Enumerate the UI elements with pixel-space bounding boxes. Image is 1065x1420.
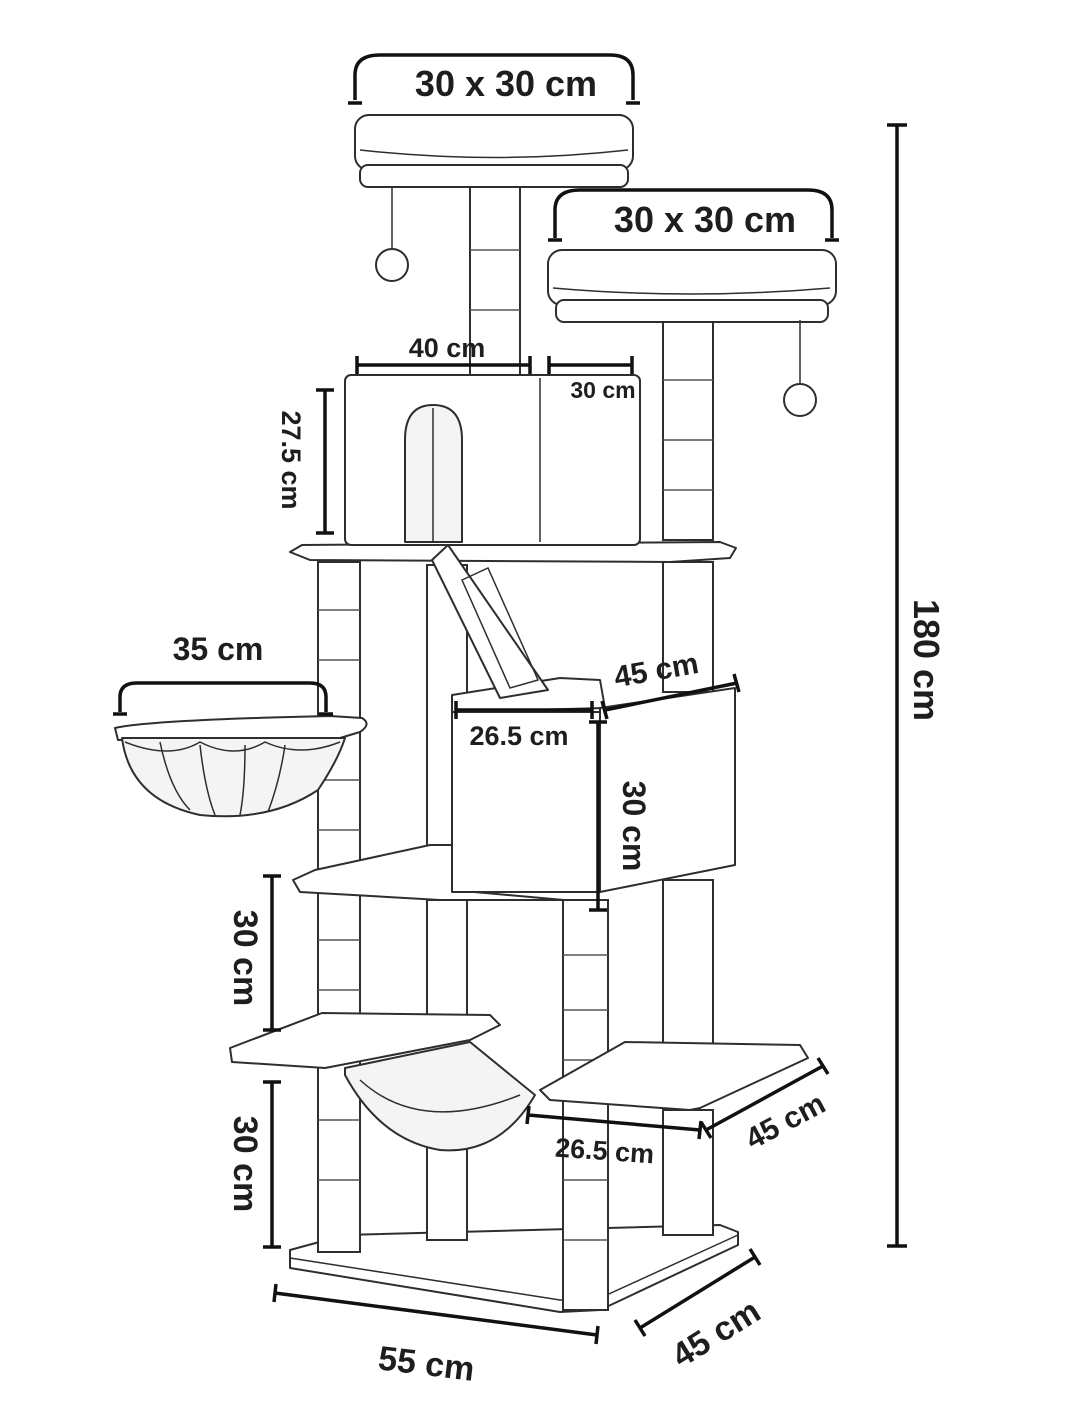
top-perch [354, 114, 634, 188]
base-depth-line [639, 1255, 756, 1330]
condo-depth-label: 30 cm [570, 377, 635, 403]
box-height-label: 30 cm [616, 781, 652, 872]
base-width-line [274, 1291, 598, 1337]
base-width-label: 55 cm [376, 1339, 476, 1388]
lower-left-platform [229, 1012, 501, 1069]
base-board [289, 1224, 739, 1313]
box-width-label: 26.5 cm [469, 721, 568, 751]
basket-bracket [118, 681, 328, 712]
top-condo [344, 374, 641, 546]
top-perch-label: 30 x 30 cm [415, 63, 597, 104]
platform-depth-label: 45 cm [740, 1087, 831, 1156]
middle-box [451, 677, 736, 893]
second-toy [783, 320, 817, 417]
level-gap-upper-label: 30 cm [226, 910, 264, 1006]
platform-depth-line [705, 1064, 824, 1132]
post-front-right [562, 899, 609, 1311]
level-gap-lower-label: 30 cm [226, 1116, 264, 1212]
top-toy [375, 187, 409, 282]
second-perch [547, 249, 837, 323]
condo-height-label: 27.5 cm [276, 410, 306, 509]
post-left-main [317, 561, 361, 1253]
second-perch-label: 30 x 30 cm [614, 199, 796, 240]
basket-width-label: 35 cm [173, 631, 264, 667]
second-perch-bracket [553, 188, 834, 238]
top-perch-bracket [353, 53, 635, 100]
post-back-right [662, 319, 714, 1236]
total-height-label: 180 cm [906, 599, 947, 721]
condo-width-label: 40 cm [409, 333, 486, 363]
basket-bed [114, 715, 368, 818]
box-depth-line [604, 681, 738, 712]
lower-right-platform [539, 1041, 809, 1111]
platform-width-line [527, 1113, 701, 1132]
ramp [431, 544, 549, 699]
platform-width-label: 26.5 cm [554, 1133, 655, 1170]
